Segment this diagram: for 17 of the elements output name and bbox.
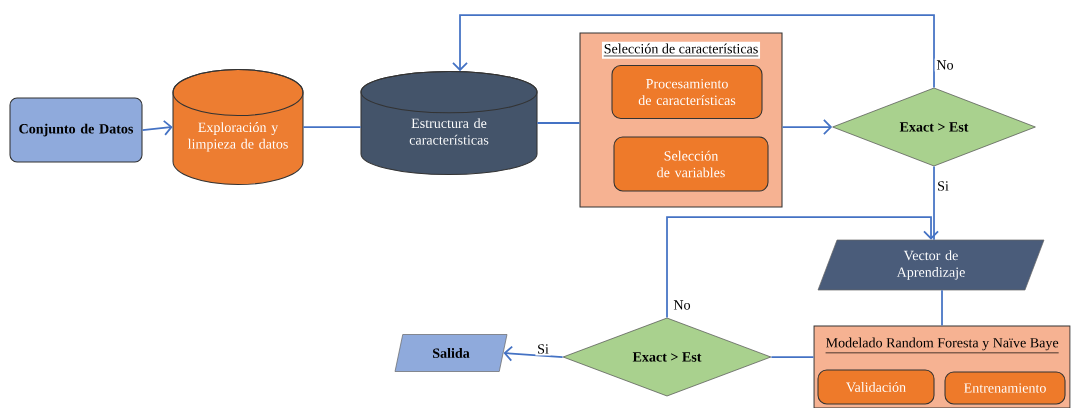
process-box: Entrenamiento: [944, 371, 1066, 405]
process-box: Validación: [817, 369, 935, 405]
arrow: [781, 119, 833, 135]
database-cylinder: Estructura de características: [360, 71, 538, 176]
arrow: [452, 14, 935, 89]
process-box: Selección de variables: [613, 136, 769, 192]
arrow: [141, 119, 173, 136]
edge-label: Si: [935, 179, 951, 193]
data-parallelogram: Salida: [394, 334, 508, 372]
edge-label: No: [671, 298, 693, 312]
database-cylinder: Exploración y limpieza de datos: [172, 69, 304, 186]
arrow: [503, 345, 564, 362]
start-box: Conjunto de Datos: [9, 97, 143, 163]
arrow: [666, 216, 939, 319]
data-parallelogram: Vector de Aprendizaje: [817, 239, 1045, 291]
process-box: Procesamiento de características: [611, 64, 763, 120]
edge-label: Si: [535, 342, 551, 356]
